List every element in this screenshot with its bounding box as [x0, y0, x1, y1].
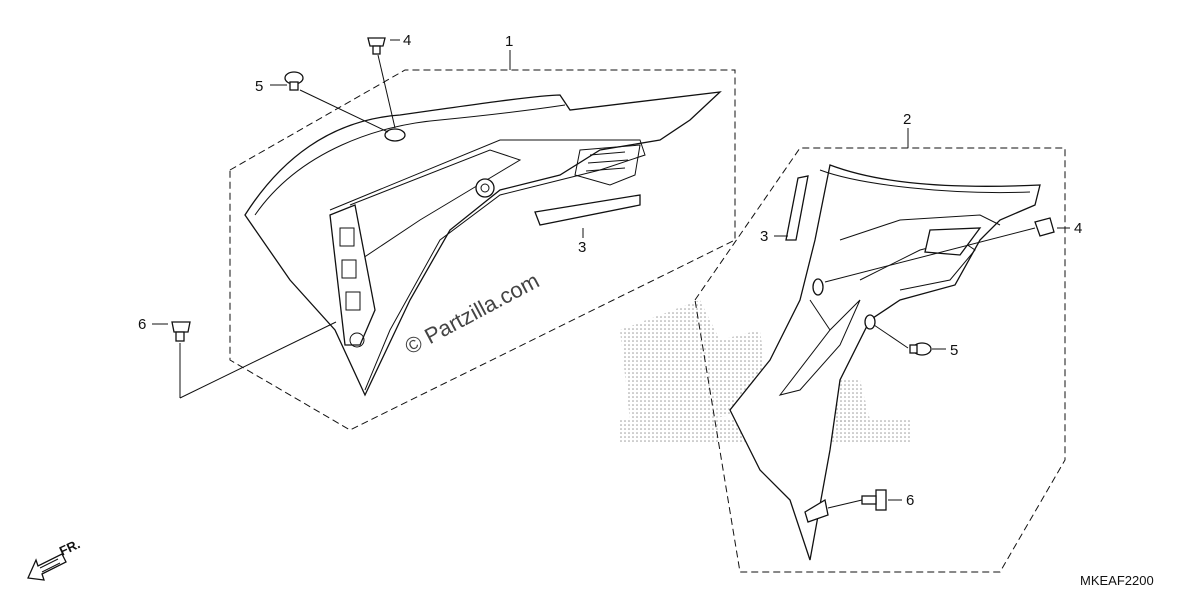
callout-6-left: 6 — [138, 316, 146, 333]
right-assembly-group — [694, 147, 1066, 573]
callout-1: 1 — [505, 33, 513, 50]
callout-2: 2 — [903, 111, 911, 128]
grommet — [475, 178, 495, 198]
callout-5-left: 5 — [255, 78, 263, 95]
vent-opening — [924, 227, 982, 256]
radiator-shroud-right[interactable] — [729, 164, 1041, 561]
stripe-decal-right — [785, 175, 809, 241]
mount-bracket — [329, 204, 376, 346]
part-2-outline-box — [694, 147, 1066, 573]
callout-5-right: 5 — [950, 342, 958, 359]
left-assembly-group — [229, 69, 736, 431]
callout-3-left: 3 — [578, 239, 586, 256]
callout-6-right: 6 — [906, 492, 914, 509]
fastener-4-right[interactable] — [1034, 217, 1055, 237]
stripe-decal-left — [534, 194, 641, 226]
fastener-4-left[interactable] — [367, 37, 386, 55]
part-1-outline-box — [229, 69, 736, 431]
callout-4-left: 4 — [403, 32, 411, 49]
drawing-code: MKEAF2200 — [1080, 573, 1154, 588]
leader-lines — [152, 39, 1070, 509]
fastener-5-right[interactable] — [909, 342, 932, 356]
fastener-6-right[interactable] — [861, 489, 887, 511]
fastener-6-left[interactable] — [171, 321, 191, 342]
front-direction-label: FR. — [57, 536, 82, 558]
callout-4-right: 4 — [1074, 220, 1082, 237]
fastener-5-left[interactable] — [284, 71, 304, 91]
front-direction-arrow-icon — [27, 553, 67, 581]
vent-louver — [574, 144, 641, 186]
callout-3-right: 3 — [760, 228, 768, 245]
